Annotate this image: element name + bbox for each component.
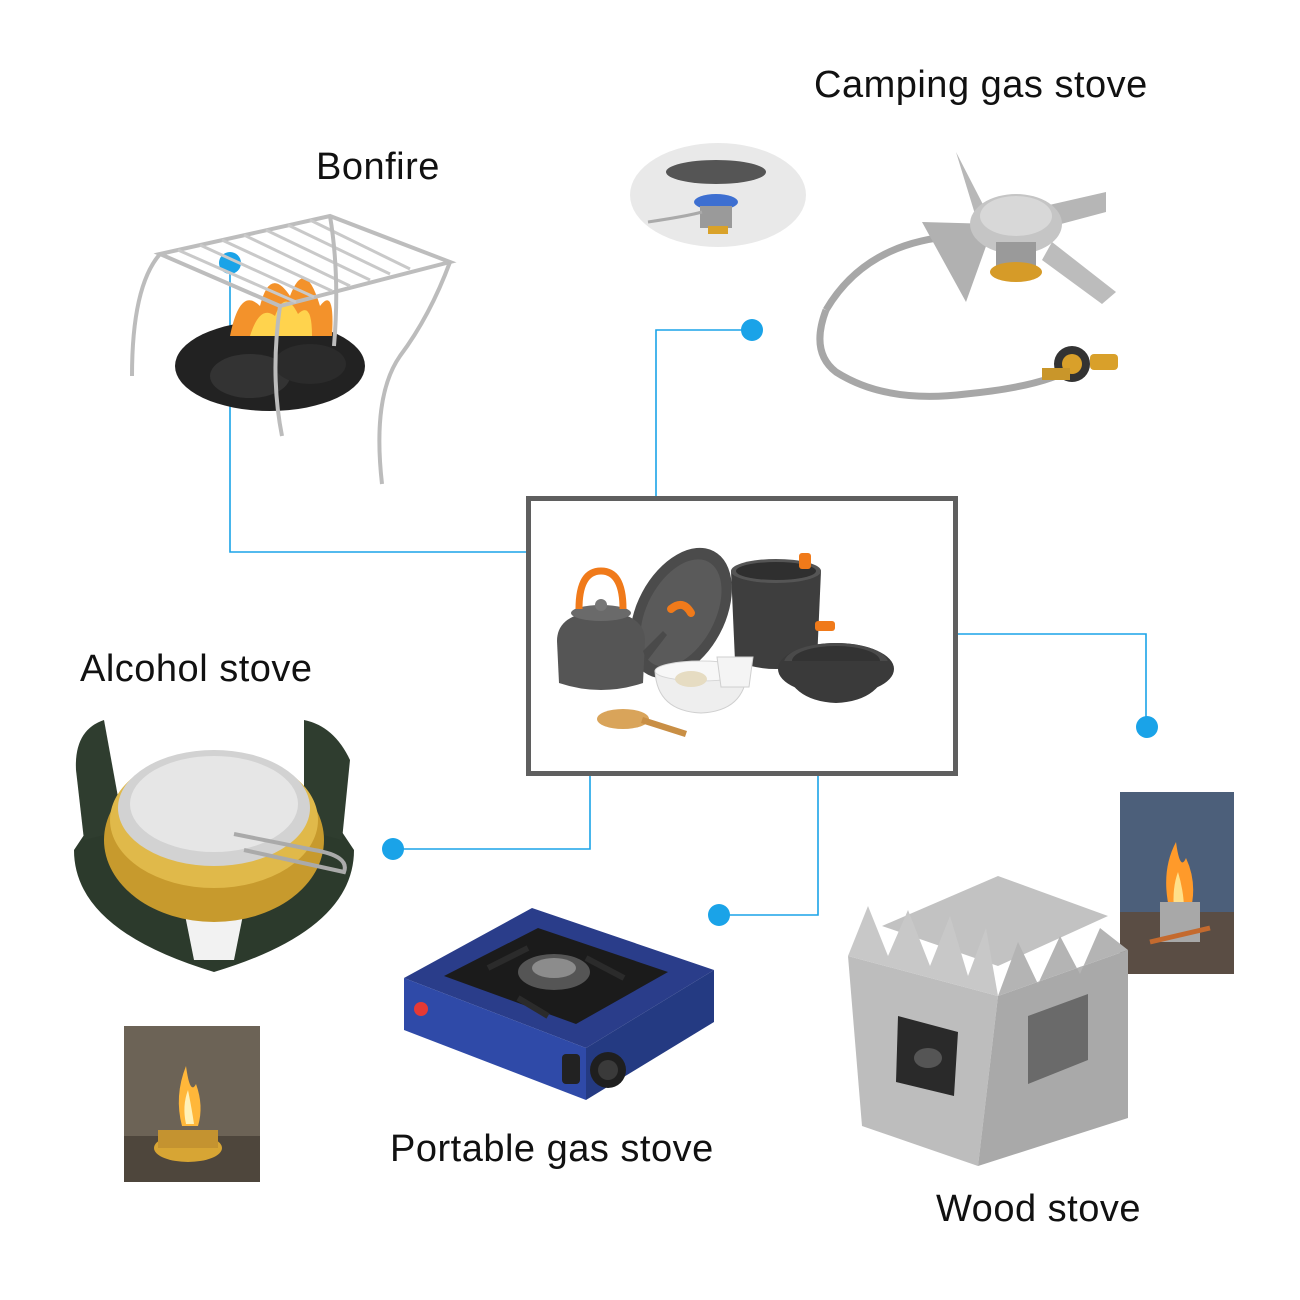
connector-dot-camping-gas-stove (741, 319, 763, 341)
connector-dot-alcohol-stove (382, 838, 404, 860)
connector-dot-wood-stove (1136, 716, 1158, 738)
wood-stove-image (848, 876, 1128, 1166)
bonfire-grill-image (130, 213, 457, 485)
connector-wood-stove (954, 633, 1147, 726)
cookware-frame (526, 496, 958, 776)
camping-gas-stove-thumbnail (630, 143, 806, 247)
label-wood-stove: Wood stove (936, 1188, 1141, 1230)
connector-portable-gas-stove (718, 772, 819, 916)
connector-alcohol-stove (394, 772, 591, 850)
label-alcohol-stove: Alcohol stove (80, 648, 313, 690)
alcohol-stove-thumbnail (124, 1026, 260, 1182)
connector-camping-gas-stove (655, 329, 752, 496)
label-portable-gas-stove: Portable gas stove (390, 1128, 714, 1170)
wood-stove-thumbnail (1120, 792, 1234, 974)
label-camping-gas-stove: Camping gas stove (814, 64, 1148, 106)
label-bonfire: Bonfire (316, 146, 440, 188)
camping-gas-stove-image (816, 152, 1118, 400)
cookware-set-image (557, 547, 894, 737)
connector-dot-portable-gas-stove (708, 904, 730, 926)
portable-gas-stove-image (404, 908, 714, 1100)
alcohol-stove-image (74, 720, 354, 972)
